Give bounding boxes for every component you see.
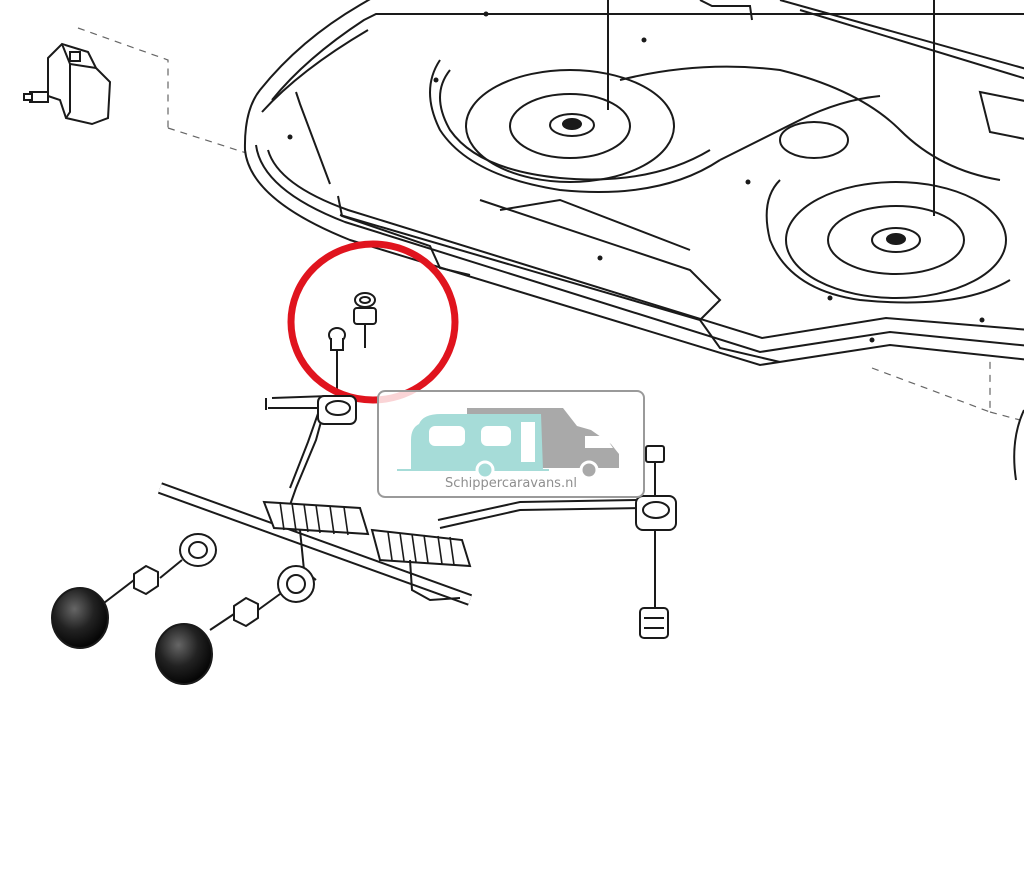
caravan-shape — [397, 414, 549, 480]
caravan-camper-logo — [397, 408, 619, 480]
control-knob-parts — [51, 533, 315, 685]
hob-tray — [243, 0, 1024, 367]
mounting-bracket — [23, 42, 112, 126]
adjacent-part-edge — [1013, 409, 1024, 481]
highlighted-nozzle-parts — [328, 292, 377, 392]
highlight-circle — [287, 240, 459, 404]
watermark-logo: Schippercaravans.nl — [377, 390, 645, 498]
watermark-text: Schippercaravans.nl — [445, 476, 577, 491]
gas-valve-assembly — [157, 394, 677, 639]
hob-screw-holes — [287, 11, 985, 343]
